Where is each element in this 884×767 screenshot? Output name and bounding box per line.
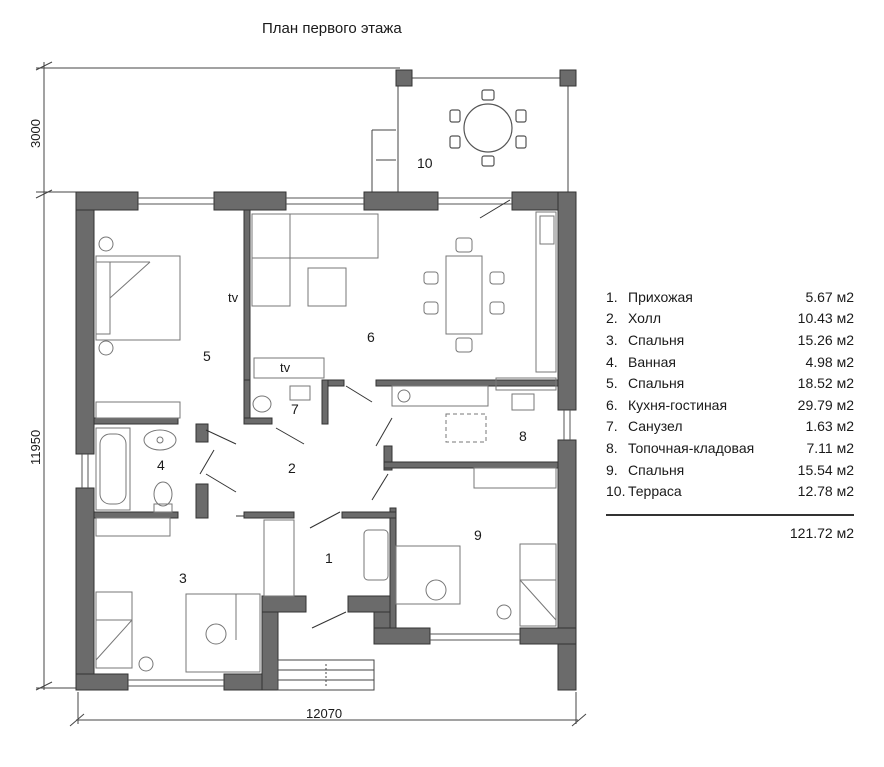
legend-row: 2. Холл 10.43 м2	[606, 308, 854, 330]
dimension-width: 12070	[306, 706, 342, 721]
room-number-2: 2	[288, 460, 296, 476]
legend-room-name: Санузел	[628, 418, 683, 435]
legend-row: 8. Топочная-кладовая 7.11 м2	[606, 437, 854, 459]
floor-plan: 3000 11950 12070	[28, 61, 587, 727]
exterior-walls	[75, 191, 577, 691]
legend-room-area: 4.98 м2	[805, 353, 854, 370]
legend-room-name: Холл	[628, 310, 661, 327]
legend-row: 7. Санузел 1.63 м2	[606, 416, 854, 438]
terrace-post-right	[559, 69, 577, 87]
entrance-steps	[277, 659, 375, 691]
room-area-legend: 1. Прихожая 5.67 м2 2. Холл 10.43 м2 3. …	[606, 286, 854, 541]
room-number-8: 8	[519, 428, 527, 444]
legend-room-number: 2.	[606, 310, 618, 327]
room-number-10: 10	[417, 155, 433, 171]
legend-room-area: 29.79 м2	[797, 396, 854, 413]
legend-room-area: 18.52 м2	[797, 375, 854, 392]
legend-room-number: 9.	[606, 461, 618, 478]
plan-title: План первого этажа	[262, 20, 402, 37]
windows	[81, 197, 571, 687]
tv-label-bedroom: tv	[228, 290, 239, 305]
legend-divider	[606, 513, 854, 516]
legend-room-area: 5.67 м2	[805, 288, 854, 305]
room-number-1: 1	[325, 550, 333, 566]
legend-row: 3. Спальня 15.26 м2	[606, 329, 854, 351]
legend-room-name: Терраса	[628, 483, 682, 500]
room-number-6: 6	[367, 329, 375, 345]
legend-room-number: 5.	[606, 375, 618, 392]
legend-row: 5. Спальня 18.52 м2	[606, 372, 854, 394]
dimension-lines	[35, 61, 587, 727]
legend-row: 6. Кухня-гостиная 29.79 м2	[606, 394, 854, 416]
furniture	[95, 211, 557, 673]
legend-room-number: 7.	[606, 418, 618, 435]
legend-room-name: Спальня	[628, 331, 685, 348]
room-number-9: 9	[474, 527, 482, 543]
interior-walls	[93, 209, 559, 629]
room-number-3: 3	[179, 570, 187, 586]
legend-room-number: 10.	[606, 483, 626, 500]
legend-room-name: Ванная	[628, 353, 676, 370]
legend-row: 10. Терраса 12.78 м2	[606, 480, 854, 502]
legend-room-name: Спальня	[628, 461, 685, 478]
dimension-depth: 11950	[28, 430, 43, 465]
legend-room-number: 6.	[606, 396, 618, 413]
room-number-7: 7	[291, 401, 299, 417]
legend-room-name: Прихожая	[628, 288, 693, 305]
legend-room-name: Спальня	[628, 375, 685, 392]
legend-row: 9. Спальня 15.54 м2	[606, 459, 854, 481]
dimension-terrace: 3000	[28, 119, 43, 148]
legend-room-area: 15.26 м2	[797, 331, 854, 348]
legend-room-area: 15.54 м2	[797, 461, 854, 478]
door-swings	[199, 199, 511, 629]
room-number-5: 5	[203, 348, 211, 364]
legend-room-area: 1.63 м2	[805, 418, 854, 435]
legend-room-number: 1.	[606, 288, 618, 305]
legend-room-name: Топочная-кладовая	[628, 439, 755, 456]
legend-room-number: 4.	[606, 353, 618, 370]
legend-row: 1. Прихожая 5.67 м2	[606, 286, 854, 308]
round-table	[449, 89, 527, 167]
legend-room-area: 7.11 м2	[806, 439, 854, 456]
legend-room-area: 12.78 м2	[797, 483, 854, 500]
legend-total-area: 121.72 м2	[789, 524, 854, 541]
terrace	[371, 77, 569, 192]
room-number-4: 4	[157, 457, 165, 473]
tv-label-living: tv	[280, 360, 291, 375]
legend-room-area: 10.43 м2	[797, 310, 854, 327]
legend-row: 4. Ванная 4.98 м2	[606, 351, 854, 373]
legend-room-number: 3.	[606, 331, 618, 348]
terrace-post-left	[395, 69, 413, 87]
legend-room-number: 8.	[606, 439, 618, 456]
legend-room-name: Кухня-гостиная	[628, 396, 728, 413]
